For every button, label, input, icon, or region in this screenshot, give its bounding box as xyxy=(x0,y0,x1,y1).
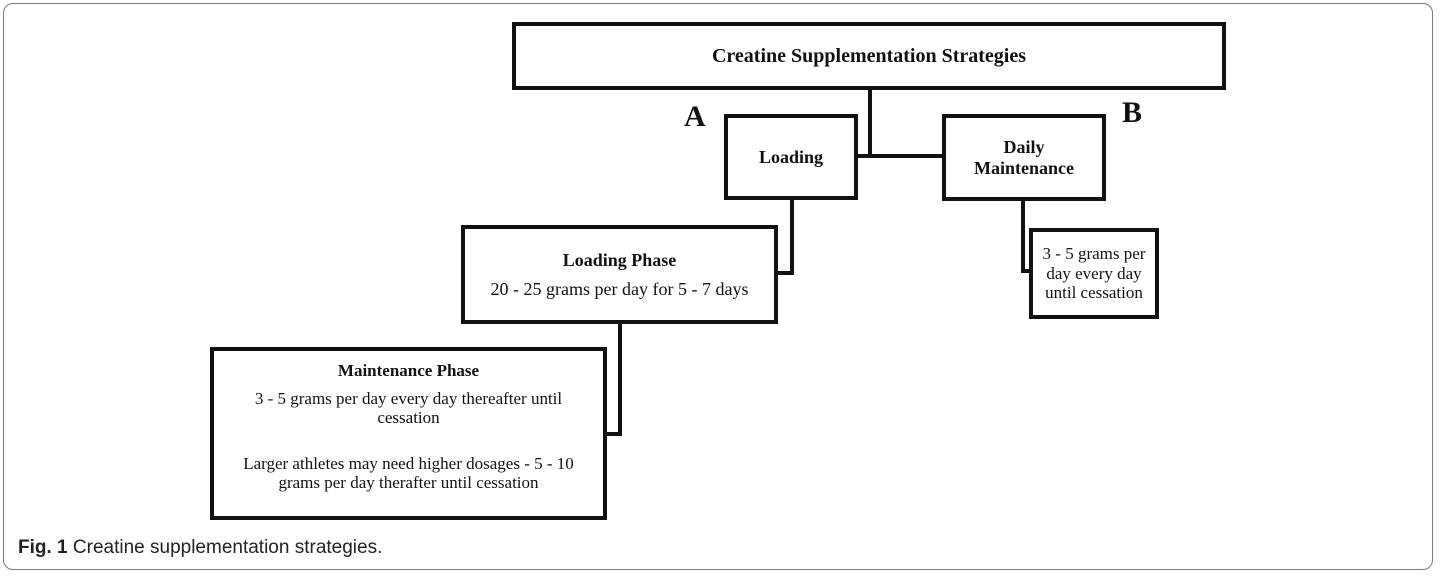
maintenance-phase-text1: 3 - 5 grams per day every day thereafter… xyxy=(254,388,563,428)
connector-daily-elbow xyxy=(1021,269,1033,273)
maintenance-phase-text2: Larger athletes may need higher dosages … xyxy=(243,453,574,493)
loading-phase-box: Loading Phase 20 - 25 grams per day for … xyxy=(461,225,778,324)
root-title: Creatine Supplementation Strategies xyxy=(711,44,1027,67)
connector-loading-down xyxy=(790,198,794,275)
daily-maintenance-detail-box: 3 - 5 grams per day every day until cess… xyxy=(1029,228,1159,319)
branch-b-letter: B xyxy=(1122,96,1143,129)
connector-daily-down xyxy=(1021,199,1025,273)
caption-label: Fig. 1 xyxy=(18,537,68,558)
daily-maintenance-label-line1: Daily xyxy=(1003,136,1045,157)
daily-maintenance-label-line2: Maintenance xyxy=(974,157,1074,178)
root-box: Creatine Supplementation Strategies xyxy=(512,22,1226,90)
figure-caption: Fig. 1 Creatine supplementation strategi… xyxy=(18,537,382,559)
connector-horizontal xyxy=(856,154,946,158)
caption-text: Creatine supplementation strategies. xyxy=(72,537,383,558)
connector-root-down xyxy=(868,88,872,158)
maintenance-phase-box: Maintenance Phase 3 - 5 grams per day ev… xyxy=(210,347,607,520)
loading-phase-title: Loading Phase xyxy=(562,249,677,270)
loading-label: Loading xyxy=(758,146,824,167)
loading-box: Loading xyxy=(724,114,858,200)
connector-loading-elbow xyxy=(775,271,794,275)
connector-phase-elbow xyxy=(605,432,622,436)
loading-phase-text: 20 - 25 grams per day for 5 - 7 days xyxy=(490,278,749,299)
daily-maintenance-box: Daily Maintenance xyxy=(942,114,1106,201)
daily-maintenance-detail: 3 - 5 grams per day every day until cess… xyxy=(1042,244,1146,303)
maintenance-phase-title: Maintenance Phase xyxy=(337,361,480,380)
connector-phase-down xyxy=(618,322,622,436)
branch-a-letter: A xyxy=(684,100,706,133)
